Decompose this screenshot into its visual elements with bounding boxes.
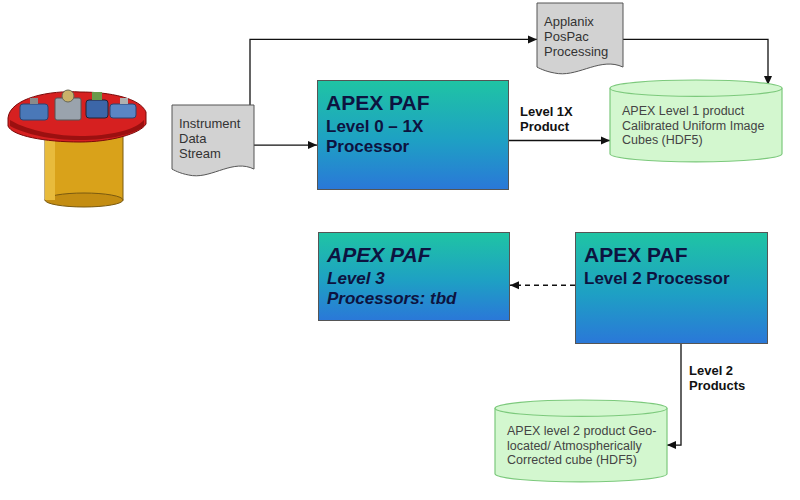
box-heading: APEX PAF (584, 243, 759, 267)
instrument-illustration (0, 0, 160, 220)
box-body: Level 0 – 1X Processor (326, 117, 500, 158)
data-store-cylinder: APEX Level 1 product Calibrated Uniform … (610, 80, 782, 162)
edge-label: Level 1X Product (518, 105, 602, 135)
box-heading: APEX PAF (326, 91, 500, 115)
data-stream-document: Instrument Data Stream (172, 105, 254, 178)
flow-arrow (509, 140, 610, 141)
flow-arrow (667, 344, 681, 445)
process-box: APEX PAFLevel 3 Processors: tbd (318, 232, 510, 321)
flow-arrow (510, 285, 575, 286)
node-text: APEX Level 1 product Calibrated Uniform … (622, 104, 772, 148)
process-box: APEX PAFLevel 2 Processor (575, 232, 768, 344)
edge-label: Level 2 Products (687, 364, 761, 394)
node-text: Instrument Data Stream (179, 117, 248, 162)
flow-arrow (623, 39, 768, 85)
box-body: Level 3 Processors: tbd (327, 269, 477, 310)
processing-document: Applanix PosPac Processing (537, 3, 623, 76)
process-box: APEX PAFLevel 0 – 1X Processor (317, 80, 509, 190)
node-text: Applanix PosPac Processing (544, 15, 617, 60)
box-body: Level 2 Processor (584, 269, 759, 289)
box-heading: APEX PAF (327, 243, 501, 267)
data-store-cylinder: APEX level 2 product Geo-located/ Atmosp… (495, 400, 667, 482)
node-text: APEX level 2 product Geo-located/ Atmosp… (507, 424, 657, 468)
flow-arrow (254, 144, 317, 145)
